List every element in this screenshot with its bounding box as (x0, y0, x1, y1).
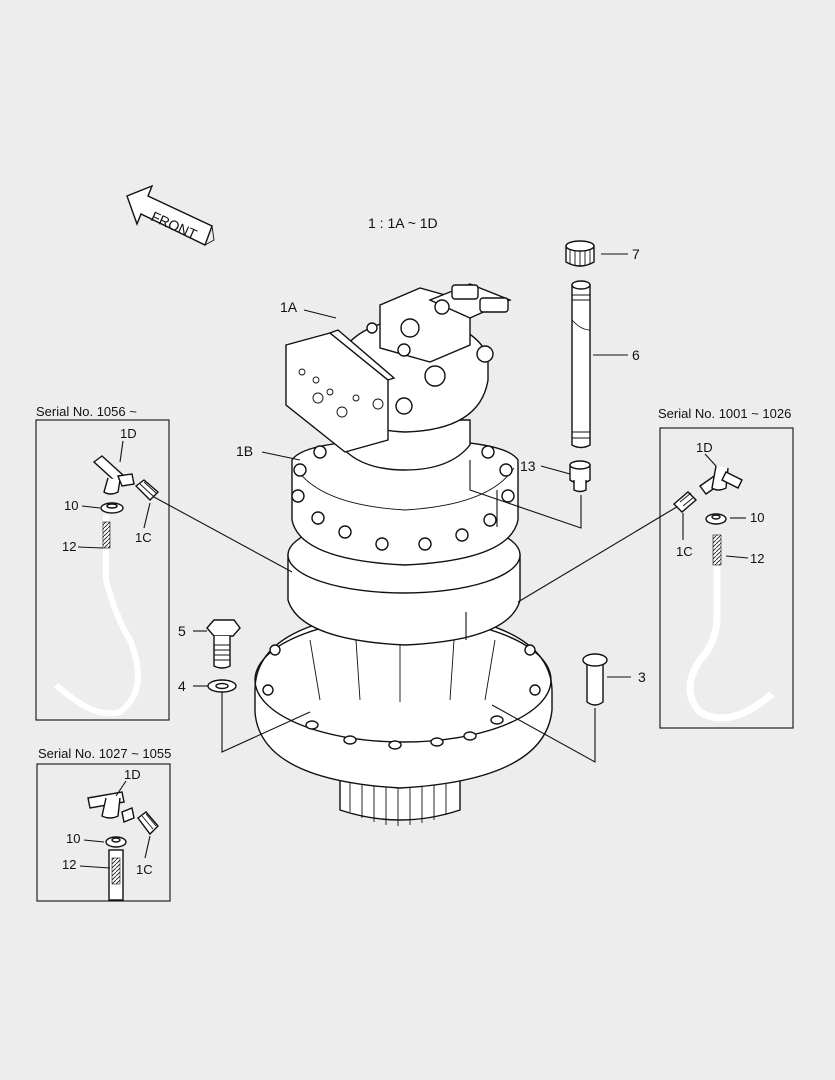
callout-7: 7 (632, 246, 640, 262)
callout-4: 4 (178, 678, 186, 694)
tee-fitting-icon (699, 465, 743, 495)
motor-body (285, 283, 512, 471)
part-3-pin (582, 653, 608, 706)
assembly-note: 1 : 1A ~ 1D (368, 215, 438, 231)
callout-10: 10 (64, 498, 78, 513)
ring-gear-housing (254, 609, 553, 789)
callout-10: 10 (750, 510, 764, 525)
housing-bolt-holes (262, 644, 541, 750)
part-4-washer (207, 679, 237, 693)
callout-12: 12 (62, 857, 76, 872)
callout-12: 12 (750, 551, 764, 566)
nut-icon (705, 513, 727, 525)
part-7-cap (565, 240, 595, 267)
hose-icon (53, 515, 141, 717)
callout-10: 10 (66, 831, 80, 846)
callout-1D: 1D (124, 767, 141, 782)
reference-lines (153, 253, 681, 763)
nut-icon (100, 502, 124, 514)
hose-icon (686, 534, 775, 722)
part-5-bolt (206, 619, 241, 669)
inset-title: Serial No. 1001 ~ 1026 (658, 406, 791, 421)
drum-bolts (291, 445, 515, 551)
tee-fitting-icon (87, 791, 135, 823)
callout-1D: 1D (120, 426, 137, 441)
callout-1C: 1C (676, 544, 693, 559)
adapter-icon (137, 811, 159, 836)
front-arrow-icon: FRONT (126, 184, 215, 246)
callout-1C: 1C (135, 530, 152, 545)
callout-1A: 1A (280, 299, 298, 315)
inset-serial-1001-1026: Serial No. 1001 ~ 1026 1D 10 12 1C (658, 406, 794, 729)
adapter-icon (134, 479, 160, 501)
inset-frame (659, 427, 794, 729)
inset-frame (35, 419, 170, 721)
inset-serial-1056: Serial No. 1056 ~ 1D 10 12 1C (35, 404, 170, 721)
callout-3: 3 (638, 669, 646, 685)
adapter-icon (672, 491, 698, 513)
nut-icon (105, 836, 127, 848)
inset-title: Serial No. 1056 ~ (36, 404, 137, 419)
callout-1B: 1B (236, 443, 253, 459)
callout-5: 5 (178, 623, 186, 639)
inset-serial-1027-1055: Serial No. 1027 ~ 1055 1D 10 12 1C (36, 746, 171, 902)
swing-motor-assembly (254, 283, 553, 826)
callout-1D: 1D (696, 440, 713, 455)
reduction-gear-drum (287, 439, 521, 646)
callout-6: 6 (632, 347, 640, 363)
callout-1C: 1C (136, 862, 153, 877)
callout-12: 12 (62, 539, 76, 554)
inset-frame (36, 763, 171, 902)
part-13-fitting (569, 460, 591, 493)
hose-icon (108, 849, 124, 901)
tee-fitting-icon (92, 455, 135, 495)
inset-title: Serial No. 1027 ~ 1055 (38, 746, 171, 761)
callout-13: 13 (520, 458, 536, 474)
part-6-pipe (571, 280, 591, 449)
